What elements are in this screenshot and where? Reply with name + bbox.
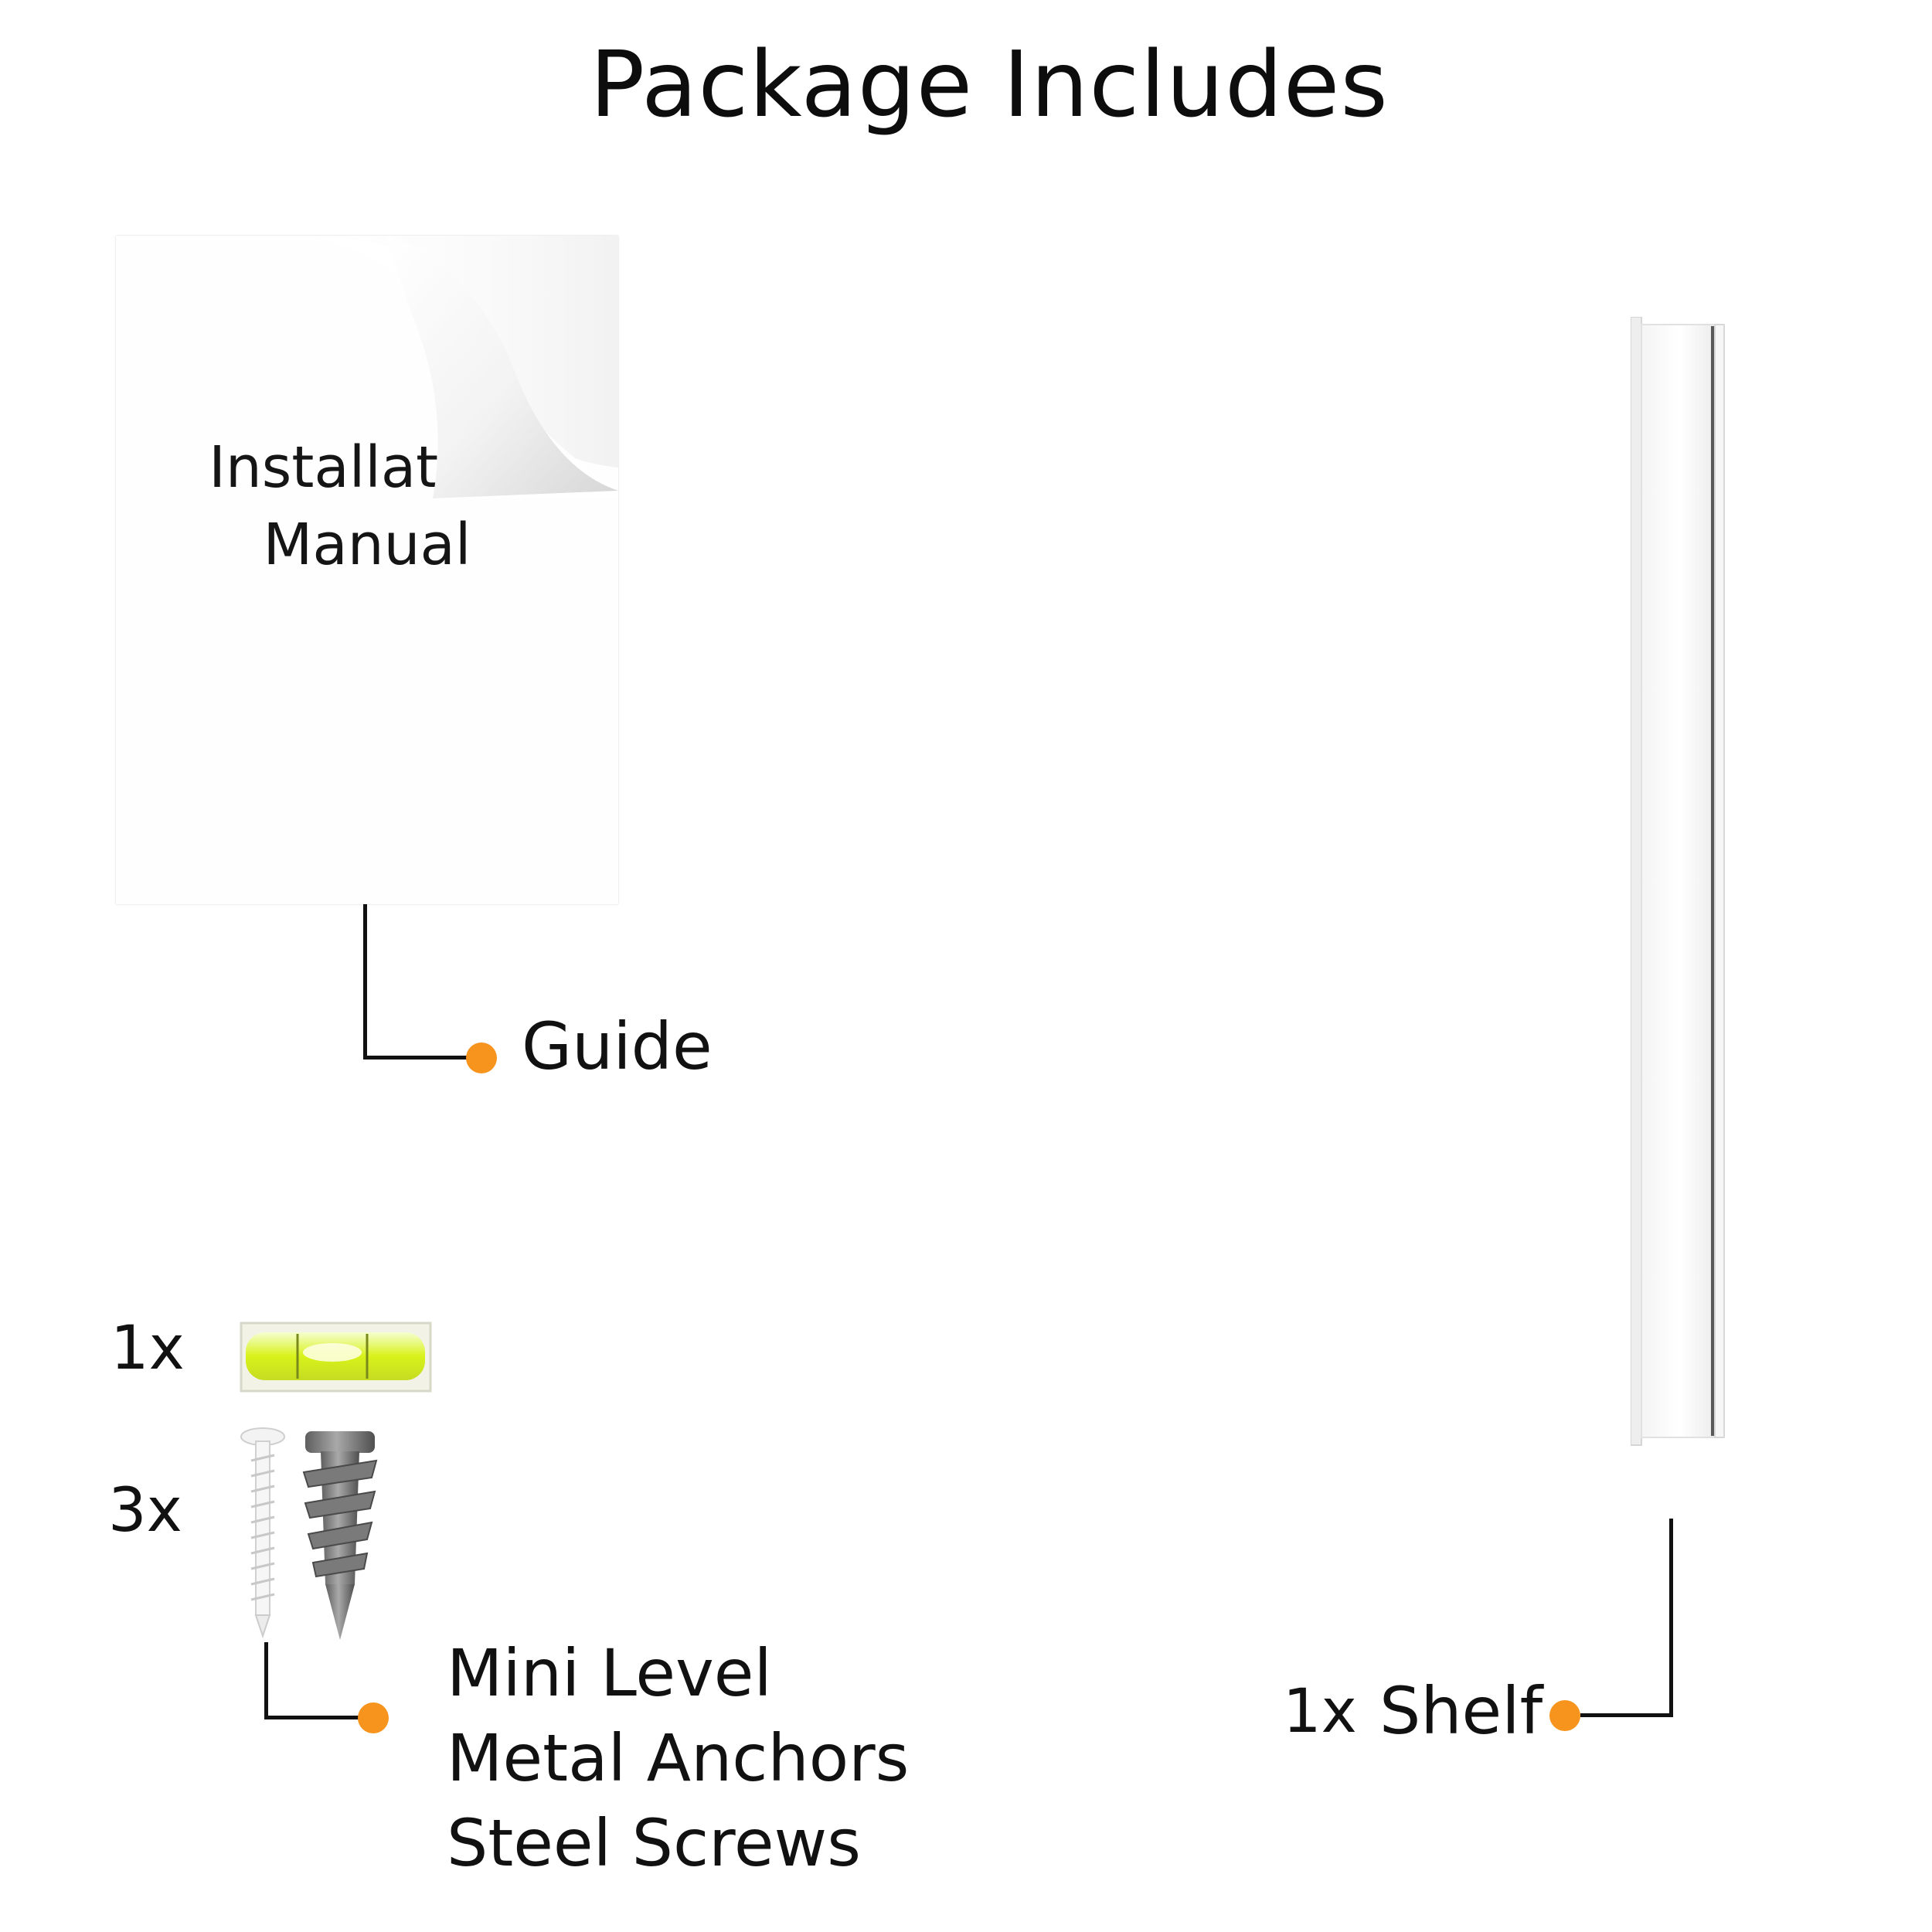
shelf-bullet-dot [1549,1700,1580,1731]
hardware-connector-vertical [264,1642,268,1719]
hardware-item-metal-anchors: Metal Anchors [447,1720,910,1796]
shelf-connector-horizontal [1580,1713,1673,1717]
hardware-bullet-dot [358,1702,389,1733]
level-quantity: 1x [111,1314,185,1383]
hardware-item-steel-screws: Steel Screws [447,1805,861,1881]
steel-screw-icon [240,1427,285,1638]
hardware-connector-horizontal [264,1716,365,1719]
guide-bullet-dot [466,1043,497,1073]
metal-anchor-icon [302,1431,378,1640]
shelf-label: Shelf [1379,1673,1543,1749]
shelf-image [1631,317,1725,1446]
page-title: Package Includes [590,31,1389,138]
page-curl-icon [294,236,618,498]
manual-title-line2: Manual [263,512,471,578]
shelf-quantity: 1x [1283,1677,1357,1747]
hardware-item-list: Mini Level Metal Anchors Steel Screws [447,1631,909,1886]
guide-connector-horizontal [363,1056,475,1060]
guide-connector-vertical [363,904,367,1059]
hardware-item-mini-level: Mini Level [447,1635,772,1711]
shelf-connector-vertical [1669,1519,1673,1717]
guide-label: Guide [522,1009,713,1084]
fastener-quantity: 3x [108,1476,182,1546]
mini-level-icon [240,1321,432,1393]
